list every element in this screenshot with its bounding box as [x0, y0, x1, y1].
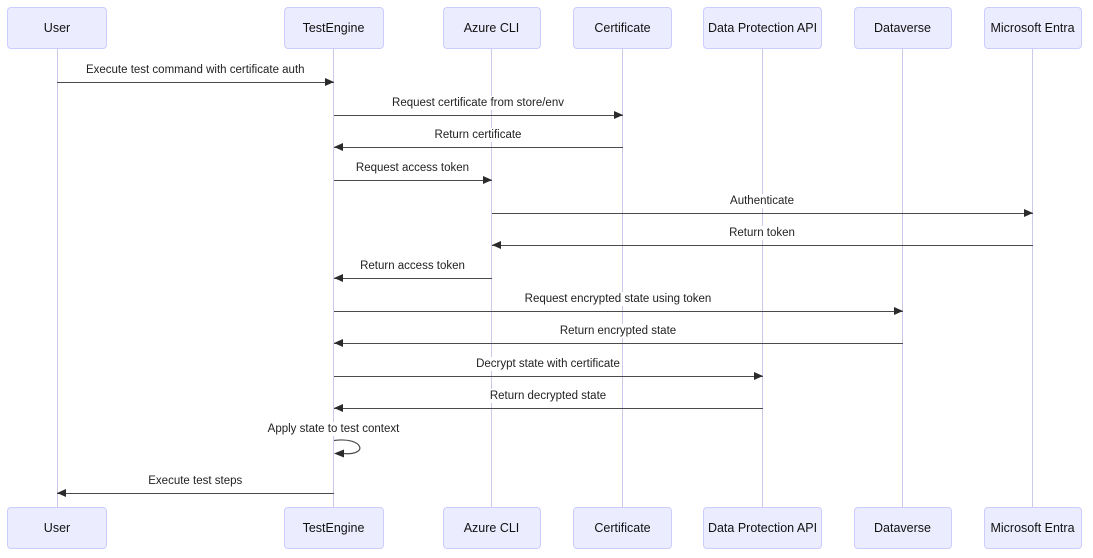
lifeline-user	[56, 49, 58, 507]
arrowhead	[324, 78, 334, 86]
actor-label: Dataverse	[874, 521, 931, 535]
arrowhead	[333, 339, 343, 347]
lifeline-azure-cli	[491, 49, 492, 507]
message-line	[57, 492, 334, 494]
message-label: Return encrypted state	[557, 324, 679, 338]
actor-bottom-user: User	[7, 507, 107, 549]
actor-label: TestEngine	[302, 521, 365, 535]
actor-top-azure-cli: Azure CLI	[442, 7, 541, 49]
actor-bottom-test-engine: TestEngine	[283, 507, 384, 549]
message-label: Return certificate	[432, 128, 524, 142]
arrowhead	[613, 111, 623, 119]
message-line	[333, 375, 763, 377]
actor-top-test-engine: TestEngine	[283, 7, 384, 49]
message-line	[333, 277, 492, 279]
actor-label: TestEngine	[302, 21, 365, 35]
arrowhead	[482, 176, 492, 184]
self-message-loop-arrow	[333, 439, 360, 458]
message-label: Return access token	[358, 259, 467, 273]
arrowhead	[333, 404, 343, 412]
actor-label: Azure CLI	[463, 521, 520, 535]
message-label: Execute test command with certificate au…	[83, 63, 307, 77]
arrowhead	[57, 489, 66, 497]
message-label: Return decrypted state	[487, 389, 609, 403]
actor-bottom-data-protection-api: Data Protection API	[703, 507, 822, 549]
actor-label: User	[43, 21, 71, 35]
message-label: Request access token	[353, 161, 472, 175]
arrowhead	[333, 143, 343, 151]
lifeline-data-protection-api	[762, 49, 763, 507]
actor-label: Data Protection API	[707, 21, 818, 35]
lifeline-microsoft-entra	[1032, 49, 1033, 507]
arrowhead	[1023, 209, 1033, 217]
message-line	[333, 179, 492, 181]
message-line	[333, 407, 763, 409]
message-line	[57, 81, 334, 83]
message-label: Execute test steps	[146, 474, 245, 488]
actor-top-certificate: Certificate	[573, 7, 672, 49]
lifeline-dataverse	[902, 49, 903, 507]
arrowhead	[753, 372, 763, 380]
message-label: Apply state to test context	[265, 422, 402, 436]
actor-top-microsoft-entra: Microsoft Entra	[983, 7, 1082, 49]
actor-bottom-azure-cli: Azure CLI	[442, 507, 541, 549]
message-label: Decrypt state with certificate	[474, 357, 622, 371]
actor-top-data-protection-api: Data Protection API	[703, 7, 822, 49]
actor-label: Certificate	[594, 21, 651, 35]
message-line	[333, 342, 903, 344]
arrowhead	[491, 241, 501, 249]
message-label: Request certificate from store/env	[390, 96, 566, 110]
message-label: Request encrypted state using token	[522, 292, 714, 306]
actor-label: Dataverse	[874, 21, 931, 35]
message-line	[491, 244, 1033, 246]
actor-label: Microsoft Entra	[990, 521, 1075, 535]
lifeline-certificate	[622, 49, 623, 507]
message-line	[491, 212, 1033, 214]
message-line	[333, 146, 623, 148]
actor-bottom-certificate: Certificate	[573, 507, 672, 549]
actor-top-dataverse: Dataverse	[853, 7, 952, 49]
message-line	[333, 114, 623, 116]
actor-label: User	[43, 521, 71, 535]
arrowhead	[333, 274, 343, 282]
actor-bottom-microsoft-entra: Microsoft Entra	[983, 507, 1082, 549]
actor-label: Azure CLI	[463, 21, 520, 35]
message-line	[333, 310, 903, 312]
actor-label: Certificate	[594, 521, 651, 535]
actor-top-user: User	[7, 7, 107, 49]
actor-bottom-dataverse: Dataverse	[853, 507, 952, 549]
message-label: Return token	[727, 226, 797, 240]
actor-label: Microsoft Entra	[990, 21, 1075, 35]
message-label: Authenticate	[728, 194, 796, 208]
arrowhead	[893, 307, 903, 315]
actor-label: Data Protection API	[707, 521, 818, 535]
